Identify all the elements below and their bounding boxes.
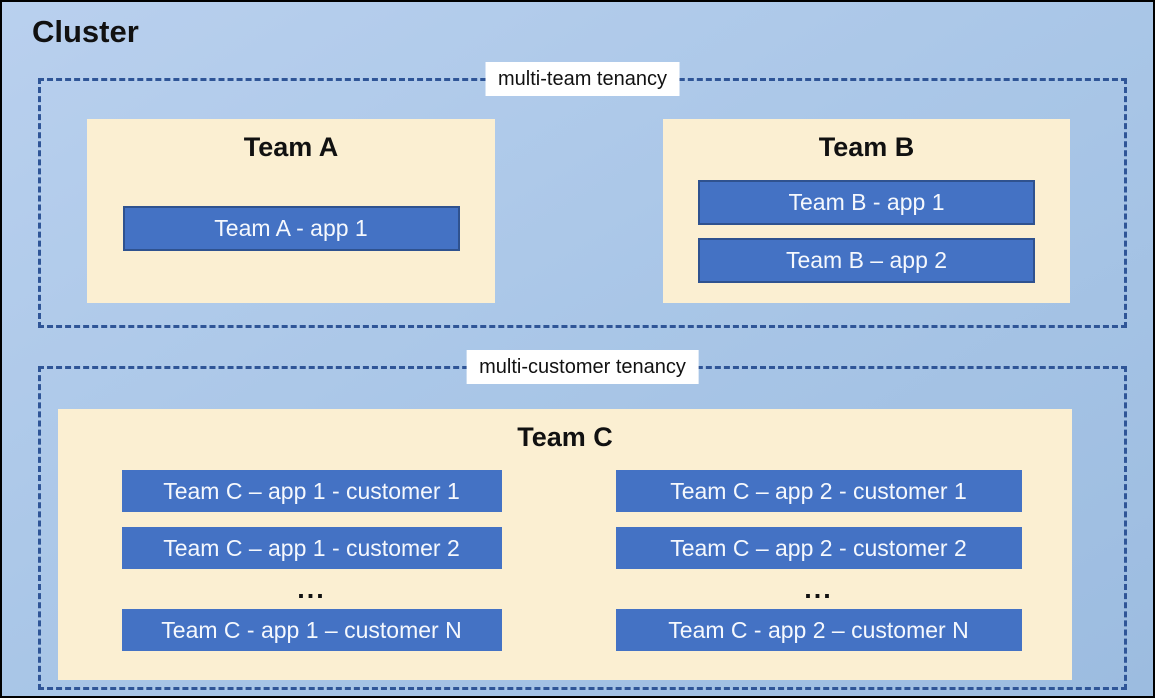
team-a-box: Team A Team A - app 1 [87,119,495,303]
multi-customer-tenancy-section: multi-customer tenancy Team C Team C – a… [38,350,1127,690]
team-b-apps: Team B - app 1 Team B – app 2 [698,180,1035,284]
multi-team-tenancy-section: multi-team tenancy Team A Team A - app 1… [38,62,1127,328]
team-c-app1-customer2-box: Team C – app 1 - customer 2 [121,527,502,570]
team-b-app-1-box: Team B - app 1 [698,180,1035,226]
team-c-app1-column: Team C – app 1 - customer 1 Team C – app… [58,470,565,652]
team-c-columns: Team C – app 1 - customer 1 Team C – app… [58,470,1072,652]
team-c-app1-customerN-box: Team C - app 1 – customer N [121,609,502,652]
cluster-title: Cluster [32,14,139,49]
team-a-title: Team A [243,132,339,162]
team-c-app2-customerN-box: Team C - app 2 – customer N [615,609,1022,652]
multi-customer-tenancy-label: multi-customer tenancy [466,350,699,384]
team-c-app2-customer1-box: Team C – app 2 - customer 1 [615,470,1022,513]
multi-team-tenancy-label: multi-team tenancy [485,62,680,96]
team-c-box: Team C Team C – app 1 - customer 1 Team … [58,409,1072,680]
team-c-app1-customer1-box: Team C – app 1 - customer 1 [121,470,502,513]
team-c-title: Team C [517,422,613,452]
team-b-title: Team B [818,132,915,162]
team-a-app-1-box: Team A - app 1 [122,206,460,252]
team-c-app2-column: Team C – app 2 - customer 1 Team C – app… [565,470,1072,652]
team-c-app2-customer2-box: Team C – app 2 - customer 2 [615,527,1022,570]
team-c-app1-ellipsis: ... [297,574,326,605]
team-b-box: Team B Team B - app 1 Team B – app 2 [663,119,1070,303]
team-b-app-2-box: Team B – app 2 [698,238,1035,284]
team-c-app2-ellipsis: ... [804,574,833,605]
